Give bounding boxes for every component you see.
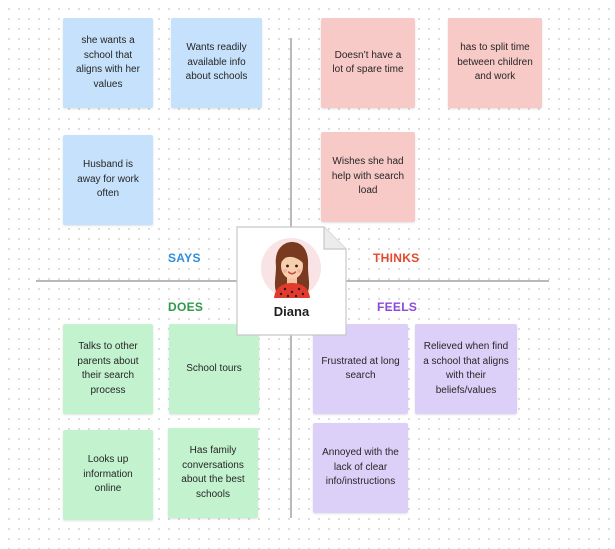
sticky-note-thinks-1[interactable]: Doesn’t have a lot of spare time: [321, 18, 415, 108]
persona-card[interactable]: Diana: [236, 226, 347, 336]
sticky-note-thinks-3[interactable]: Wishes she had help with search load: [321, 132, 415, 222]
persona-name: Diana: [273, 304, 310, 319]
sticky-note-feels-1[interactable]: Frustrated at long search: [313, 324, 408, 414]
sticky-note-says-1[interactable]: she wants a school that aligns with her …: [63, 18, 153, 108]
quadrant-label-does: DOES: [168, 300, 204, 314]
sticky-note-says-2[interactable]: Wants readily available info about schoo…: [171, 18, 262, 108]
quadrant-label-feels: FEELS: [377, 300, 418, 314]
quadrant-label-says: SAYS: [168, 251, 201, 265]
sticky-note-thinks-2[interactable]: has to split time between children and w…: [448, 18, 542, 108]
persona-avatar: [261, 238, 321, 298]
sticky-note-feels-3[interactable]: Annoyed with the lack of clear info/inst…: [313, 423, 408, 513]
quadrant-label-thinks: THINKS: [373, 251, 420, 265]
sticky-note-does-1[interactable]: Talks to other parents about their searc…: [63, 324, 153, 414]
sticky-note-feels-2[interactable]: Relieved when find a school that aligns …: [415, 324, 517, 414]
sticky-note-says-3[interactable]: Husband is away for work often: [63, 135, 153, 225]
sticky-note-does-2[interactable]: School tours: [169, 324, 259, 414]
sticky-note-does-3[interactable]: Looks up information online: [63, 430, 153, 520]
sticky-note-does-4[interactable]: Has family conversations about the best …: [168, 428, 258, 518]
